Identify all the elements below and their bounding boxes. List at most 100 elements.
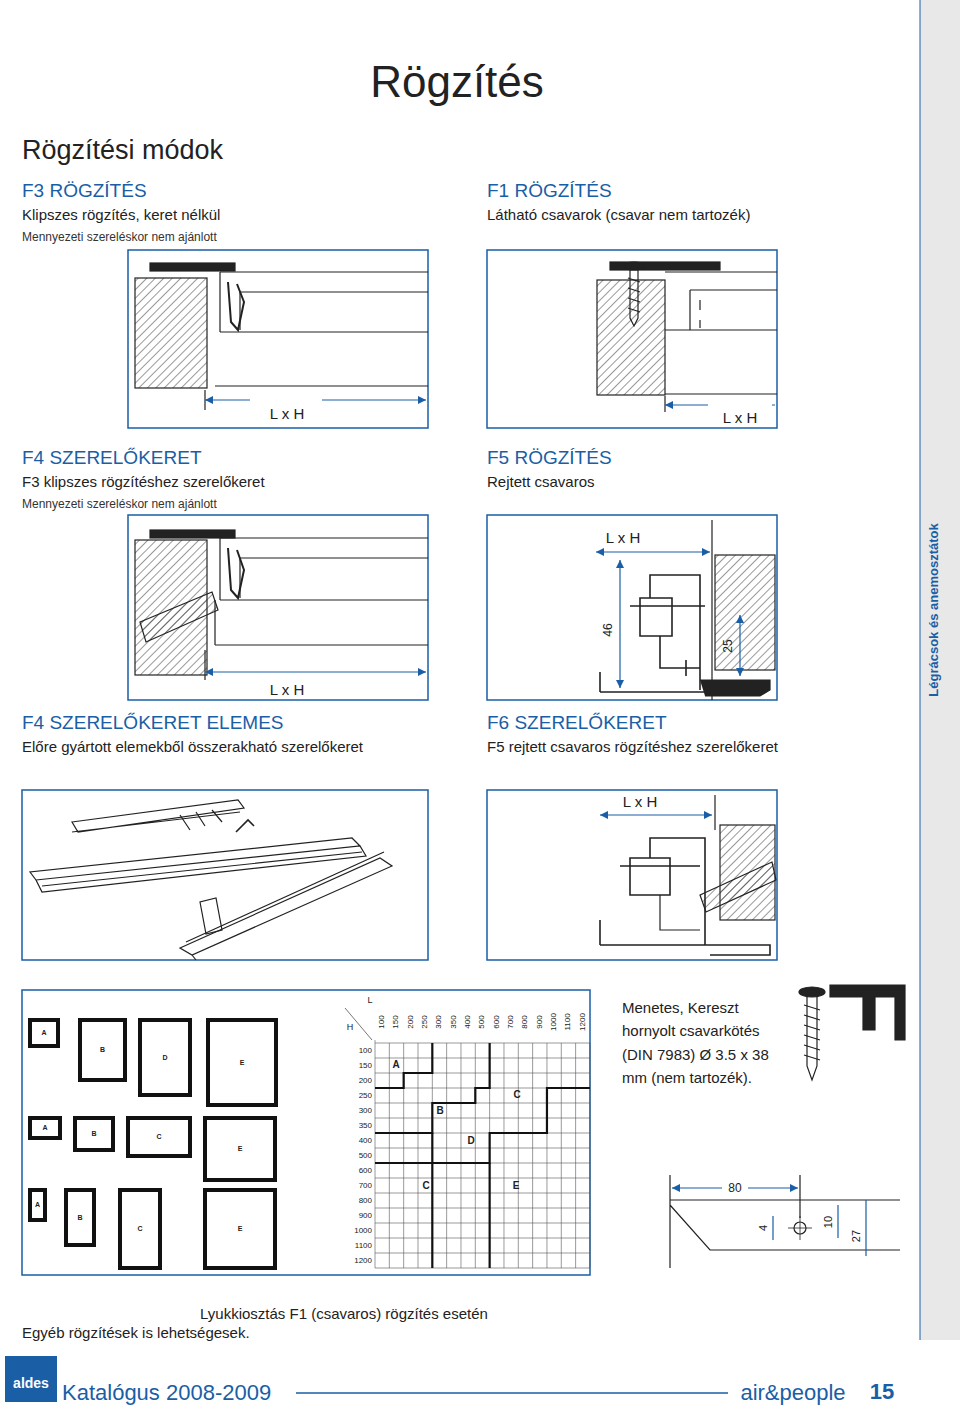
dimension: L x H [270, 681, 304, 699]
dimension: 4 [757, 1225, 770, 1231]
grid-line [417, 1043, 418, 1268]
panel-heading: F1 RÖGZÍTÉS [487, 180, 612, 203]
height-header: 250 [359, 1091, 372, 1101]
f6-drawing [600, 795, 776, 955]
grid-line [375, 1208, 590, 1209]
f4-drawing [135, 530, 428, 680]
label: aldes [13, 1375, 49, 1392]
grid-line [375, 1040, 376, 1043]
page-title: Rögzítés [370, 56, 544, 109]
width-header: 250 [420, 1015, 430, 1028]
width-header: 1200 [578, 1013, 588, 1031]
dimension: 46 [601, 623, 615, 636]
grid-line [375, 1043, 590, 1044]
grid-line [375, 1238, 590, 1239]
grid-line [375, 1148, 590, 1149]
label: L [367, 995, 372, 1006]
grid-line [532, 1043, 533, 1268]
method-panel: F4 SZERELŐKERET ELEMESElőre gyártott ele… [22, 712, 428, 962]
method-panel: F1 RÖGZÍTÉS Látható csavarok (csavar nem … [487, 180, 777, 430]
zone-letter: C [422, 1180, 429, 1192]
panel-text: Látható csavarok (csavar nem tartozék) [487, 206, 750, 224]
height-header: 350 [359, 1121, 372, 1131]
grid-line [375, 1268, 590, 1269]
zone-border [375, 1043, 432, 1088]
width-header: 100 [377, 1015, 387, 1028]
height-header: 1000 [354, 1226, 372, 1236]
panel-frames [22, 250, 777, 1275]
zone-border [375, 1043, 490, 1133]
grid-line [375, 1193, 590, 1194]
dimension: 80 [728, 1181, 741, 1195]
width-header: 900 [535, 1015, 545, 1028]
height-header: 150 [359, 1061, 372, 1071]
label: Rögzítési módok [22, 134, 223, 166]
height-header: 700 [359, 1181, 372, 1191]
frame-letter: B [100, 1046, 105, 1054]
width-header: 700 [506, 1015, 516, 1028]
width-header: 300 [435, 1015, 445, 1028]
panel-text: Mennyezeti szereléskor nem ajánlott [22, 497, 217, 511]
width-header: 1000 [549, 1013, 559, 1031]
height-header: 400 [359, 1136, 372, 1146]
panel-text: Előre gyártott elemekből összerakható sz… [22, 738, 363, 756]
method-panel: Lyukkiosztás F1 (csavaros) rögzítés eset… [22, 990, 590, 1330]
zone-border [375, 1163, 432, 1268]
method-panel: F4 SZERELŐKERETF3 klipszes rögzítéshez s… [22, 447, 428, 702]
frame-letter: C [156, 1133, 161, 1141]
width-header: 1100 [564, 1013, 574, 1030]
width-header: 150 [392, 1015, 402, 1028]
dimension: L x H [270, 405, 304, 423]
dimension: L x H [723, 409, 757, 427]
grid-line [546, 1043, 547, 1268]
grid-line [375, 1058, 590, 1059]
zone-border [489, 1163, 491, 1268]
grid-line [446, 1043, 447, 1268]
label: air&people [740, 1380, 845, 1406]
f3-drawing [135, 263, 428, 410]
height-header: 900 [359, 1211, 372, 1221]
panel-heading: Lyukkiosztás F1 (csavaros) rögzítés eset… [200, 1305, 488, 1323]
width-header: 350 [449, 1015, 459, 1028]
zone-letter: A [392, 1059, 399, 1071]
panel-heading: F3 RÖGZÍTÉS [22, 180, 147, 203]
frame-letter: A [41, 1029, 46, 1037]
width-header: 200 [406, 1015, 416, 1028]
label: Egyéb rögzítések is lehetségesek. [22, 1324, 250, 1342]
panel-heading: F5 RÖGZÍTÉS [487, 447, 612, 470]
method-panel: F5 RÖGZÍTÉSRejtett csavaros [487, 447, 777, 702]
height-header: 300 [359, 1106, 372, 1116]
side-strip [920, 0, 960, 1340]
height-header: 800 [359, 1196, 372, 1206]
width-header: 800 [521, 1015, 531, 1028]
width-header: 400 [463, 1015, 473, 1028]
label: Katalógus 2008-2009 [62, 1380, 271, 1406]
grid-line [589, 1043, 590, 1268]
height-header: 100 [359, 1046, 372, 1056]
label: 15 [870, 1379, 894, 1405]
zone-border [432, 1088, 590, 1163]
dimension: L x H [623, 793, 657, 811]
label: H [347, 1022, 354, 1033]
width-header: 600 [492, 1015, 502, 1028]
grid-line [475, 1043, 476, 1268]
grid-line [375, 1223, 590, 1224]
panel-text: Mennyezeti szereléskor nem ajánlott [22, 230, 217, 244]
grid-line [375, 1118, 590, 1119]
screw-note: Menetes, Kereszt hornyolt csavarkötés (D… [622, 996, 790, 1089]
hole-grid [345, 1008, 590, 1268]
zone-letter: C [513, 1089, 520, 1101]
grid-line [375, 1178, 590, 1179]
frame-letter: A [42, 1124, 47, 1132]
grid-line [375, 1253, 590, 1254]
grid-line [503, 1043, 504, 1268]
height-header: 200 [359, 1076, 372, 1086]
width-header: 500 [478, 1015, 488, 1028]
frame-letter: D [162, 1053, 167, 1061]
zone-letter: B [436, 1105, 443, 1117]
grid-line [460, 1043, 461, 1268]
panel-text: F3 klipszes rögzítéshez szerelőkeret [22, 473, 265, 491]
panel-text: F5 rejtett csavaros rögzítéshez szerelők… [487, 738, 778, 756]
dimension: 27 [850, 1230, 863, 1242]
dimension: L x H [606, 529, 640, 547]
